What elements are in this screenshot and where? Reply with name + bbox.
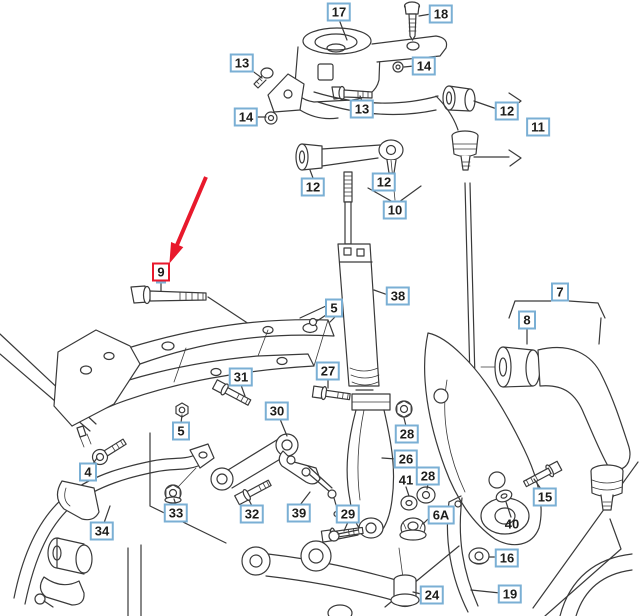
- part-label-12c[interactable]: 12: [371, 172, 397, 192]
- part-label-18[interactable]: 18: [428, 4, 454, 24]
- backing-plate-art: [446, 495, 633, 616]
- part-label-8[interactable]: 8: [518, 310, 536, 330]
- lower-front-arm-art: [480, 346, 631, 511]
- part-label-39[interactable]: 39: [286, 503, 312, 523]
- strut-art: [337, 171, 380, 391]
- part-label-38[interactable]: 38: [385, 286, 411, 306]
- leader-lines: [91, 13, 606, 595]
- upper-link-front-art: [295, 139, 404, 201]
- nut-14-right-art: [392, 61, 404, 73]
- part-label-14b[interactable]: 14: [411, 56, 437, 76]
- part-label-14a[interactable]: 14: [233, 107, 259, 127]
- nut-16-art: [468, 547, 490, 565]
- nut-33-art: [164, 484, 182, 504]
- part-label-30[interactable]: 30: [264, 401, 290, 421]
- bolt-32-art: [234, 479, 272, 506]
- part-label-33[interactable]: 33: [163, 503, 189, 523]
- screw-4-art: [91, 438, 127, 466]
- part-label-13b[interactable]: 13: [349, 99, 375, 119]
- strut-fork-art: [346, 393, 395, 539]
- part-label-4[interactable]: 4: [79, 462, 97, 482]
- bolt-31-art: [211, 379, 252, 406]
- part-label-selected-9[interactable]: 9: [152, 262, 170, 284]
- part-label-12a[interactable]: 12: [494, 101, 520, 121]
- nut-14-left-art: [264, 111, 278, 125]
- part-label-10[interactable]: 10: [382, 200, 408, 220]
- bolt-15-art: [522, 460, 563, 488]
- part-label-40: 40: [504, 516, 520, 532]
- part-label-28b[interactable]: 28: [415, 466, 441, 486]
- fork-fasteners-art: [395, 400, 436, 541]
- washer-40-art: [495, 489, 513, 503]
- part-label-29[interactable]: 29: [335, 504, 361, 524]
- bolt-27-art: [311, 385, 351, 401]
- part-label-12b[interactable]: 12: [300, 177, 326, 197]
- part-label-34[interactable]: 34: [89, 521, 115, 541]
- bolt-18-art: [403, 1, 421, 41]
- link-30-art: [210, 433, 299, 491]
- part-label-16[interactable]: 16: [494, 548, 520, 568]
- part-label-5a[interactable]: 5: [325, 298, 343, 318]
- part-label-5b[interactable]: 5: [172, 421, 190, 441]
- part-label-27[interactable]: 27: [315, 361, 341, 381]
- knuckle-art: [424, 332, 542, 546]
- part-label-19[interactable]: 19: [497, 584, 523, 604]
- part-label-15[interactable]: 15: [532, 487, 558, 507]
- screw-13-left-art: [253, 67, 274, 89]
- part-label-7[interactable]: 7: [551, 282, 569, 302]
- bolt-9-art: [130, 285, 207, 305]
- part-label-28a[interactable]: 28: [394, 424, 420, 444]
- part-label-32[interactable]: 32: [239, 504, 265, 524]
- part-label-24[interactable]: 24: [419, 585, 445, 605]
- part-label-13a[interactable]: 13: [229, 53, 255, 73]
- subframe-art: [53, 305, 337, 448]
- part-label-11[interactable]: 11: [526, 117, 550, 137]
- part-label-26[interactable]: 26: [393, 449, 419, 469]
- part-label-17[interactable]: 17: [326, 2, 352, 22]
- part-label-6A[interactable]: 6A: [427, 505, 455, 525]
- part-label-41: 41: [398, 472, 414, 488]
- lower-rear-arm-art: [241, 529, 420, 616]
- bolt-13-center-art: [331, 85, 373, 101]
- part-label-31[interactable]: 31: [228, 367, 254, 387]
